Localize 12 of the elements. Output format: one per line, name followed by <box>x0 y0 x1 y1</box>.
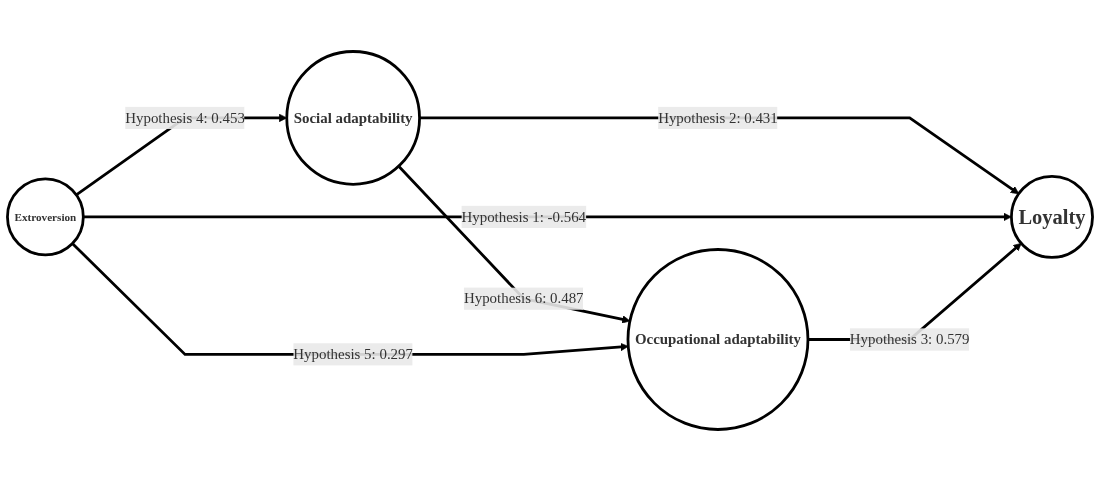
edge-label: Hypothesis 4: 0.453 <box>125 109 245 126</box>
edge-label: Hypothesis 6: 0.487 <box>463 290 584 307</box>
edge-label: Hypothesis 5: 0.297 <box>293 346 413 362</box>
node-circle: Social adaptability <box>285 50 421 186</box>
edge-label: Hypothesis 2: 0.431 <box>658 109 778 126</box>
edge-label: Hypothesis 1: -0.564 <box>461 208 587 225</box>
node-circle: Extroversion <box>6 177 85 257</box>
arrow <box>397 165 631 324</box>
node-circle: Occupational adaptability <box>626 248 810 431</box>
arrow <box>71 242 629 356</box>
node-circle: Loyalty <box>1010 174 1094 259</box>
edge-label: Hypothesis 3: 0.579 <box>849 331 970 347</box>
